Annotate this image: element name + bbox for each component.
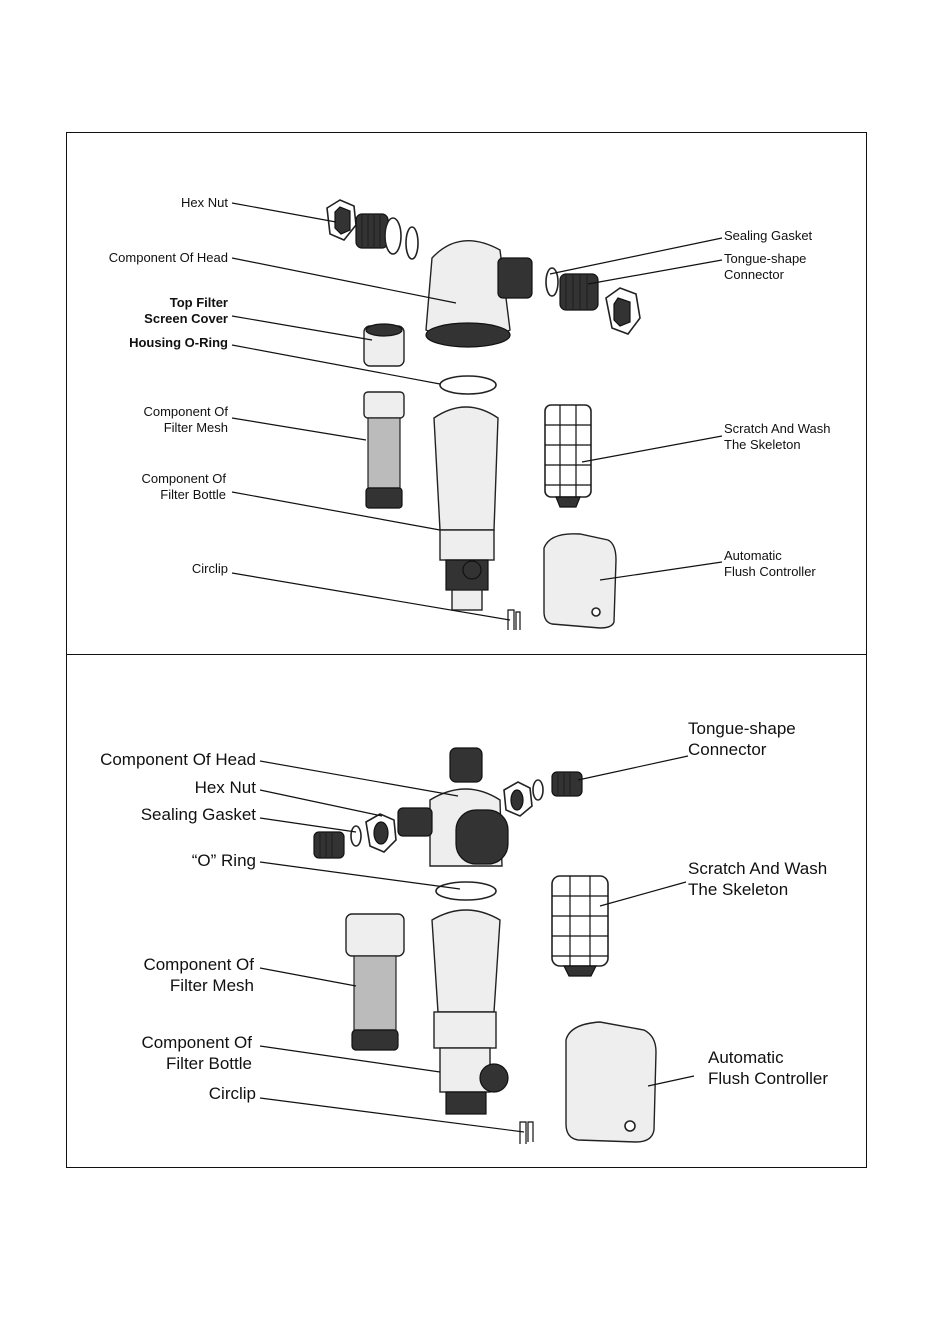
top-gasket-left [384, 217, 419, 260]
top-connector-left [355, 213, 389, 249]
bottom-gasket-left [350, 825, 362, 847]
top-connector-right [559, 273, 599, 311]
top-label-housing-o-ring: Housing O-Ring [129, 335, 228, 350]
top-label-component-of-filter-bottle: Component Of Filter Bottle [141, 471, 226, 503]
bottom-filter-bottle [431, 909, 509, 1115]
bottom-label-automatic-flush-controller: Automatic Flush Controller [708, 1048, 828, 1089]
bottom-hex-nut-right [503, 781, 533, 817]
top-screen-cover [363, 323, 405, 367]
bottom-circlip [519, 1121, 534, 1144]
top-label-top-filter-screen-cover: Top Filter Screen Cover [144, 295, 228, 327]
bottom-connector-left [313, 831, 345, 859]
bottom-label-component-of-filter-mesh: Component Of Filter Mesh [143, 955, 254, 996]
top-label-component-of-filter-mesh: Component Of Filter Mesh [143, 404, 228, 436]
bottom-label-circlip: Circlip [208, 1084, 256, 1103]
top-label-tongue-shape-connector: Tongue-shape Connector [724, 251, 807, 283]
top-filter-mesh [363, 391, 405, 509]
bottom-label-component-of-filter-bottle: Component Of Filter Bottle [141, 1033, 252, 1074]
bottom-filter-mesh [345, 913, 405, 1051]
bottom-o-ring [435, 881, 497, 901]
top-label-automatic-flush-controller: Automatic Flush Controller [724, 548, 816, 580]
top-flush-controller [543, 533, 617, 629]
bottom-hex-nut-left [365, 813, 397, 853]
top-head-component [425, 240, 533, 348]
bottom-label-tongue-shape-connector: Tongue-shape Connector [688, 719, 796, 760]
bottom-head-component [397, 747, 509, 867]
bottom-skeleton [551, 875, 609, 977]
top-label-component-of-head: Component Of Head [108, 250, 228, 265]
bottom-connector-right [551, 771, 583, 797]
bottom-label-hex-nut: Hex Nut [194, 778, 256, 797]
top-filter-bottle [433, 406, 499, 611]
bottom-label-o-ring: “O” Ring [191, 851, 256, 870]
top-label-sealing-gasket: Sealing Gasket [724, 228, 813, 243]
bottom-label-scratch-and-wash: Scratch And Wash The Skeleton [688, 859, 828, 900]
bottom-label-component-of-head: Component Of Head [100, 750, 256, 769]
bottom-gasket-right [532, 779, 544, 801]
bottom-flush-controller [565, 1021, 657, 1143]
top-label-hex-nut: Hex Nut [181, 195, 228, 210]
top-skeleton [544, 404, 592, 508]
top-hex-nut-right [605, 287, 641, 335]
top-hex-nut-left [326, 199, 357, 241]
top-housing-o-ring [439, 375, 497, 395]
top-label-circlip: Circlip [191, 561, 228, 576]
bottom-label-sealing-gasket: Sealing Gasket [140, 805, 256, 824]
top-gasket-right [545, 267, 559, 297]
top-label-scratch-and-wash: Scratch And Wash The Skeleton [724, 421, 831, 453]
